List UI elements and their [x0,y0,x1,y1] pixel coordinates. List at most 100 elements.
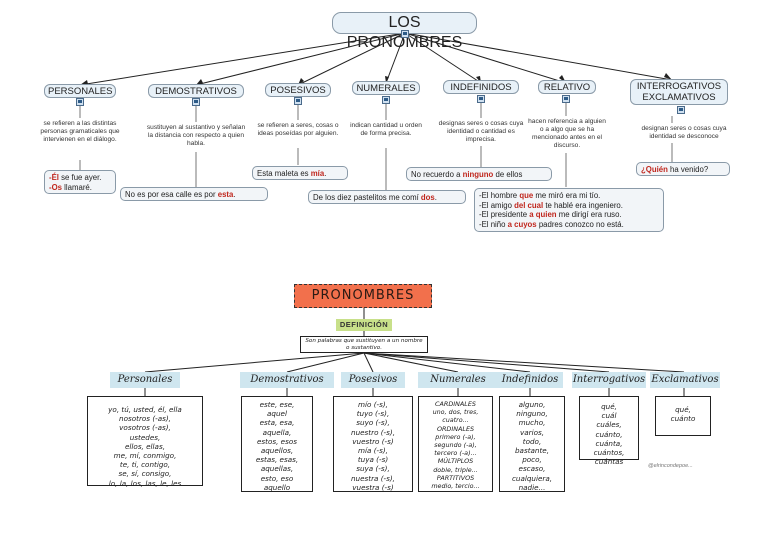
node-interrogativos: INTERROGATIVOS EXCLAMATIVOS [630,79,728,105]
list-item: aquello [263,482,291,492]
list-item: estos, esos [256,436,297,446]
link-icon[interactable] [382,96,390,104]
ex-pre: -El niño [479,219,508,229]
list-item: este, ese, [259,400,295,409]
link-icon[interactable] [192,98,200,106]
link-icon[interactable] [294,97,302,105]
ex-post: padres conozco no está. [536,219,624,229]
list-item: estas, esas, [255,455,299,465]
example-relativo: -El hombre que me miró era mi tío. -El a… [474,188,664,232]
list-item: primero (-a), [435,432,476,441]
link-icon[interactable] [677,106,685,114]
cat-interrogativos: Interrogativos [572,372,646,388]
ex-pre: -El presidente [479,210,530,219]
top-title-text: LOS PRONOMBRES [346,14,463,51]
link-icon[interactable] [477,95,485,103]
list-item: vosotros (-as), [119,423,171,433]
list-item: suya (-s), [356,464,390,474]
ex-post: ha venido? [667,165,709,174]
list-item: CARDINALES [435,400,476,408]
desc-indefinidos: designas seres o cosas cuya identidad o … [438,120,524,143]
top-title: LOS PRONOMBRES [332,12,477,51]
list-item: ORDINALES [436,424,475,433]
list-item: qué, [675,405,691,414]
list-item: cuatro... [442,416,469,425]
relativo-example-line: -El niño a cuyos padres conozco no está. [479,220,659,230]
ex-highlight: a quien [529,210,557,219]
list-item: nosotros (-as), [119,414,171,424]
example-demostrativos: No es por esa calle es por esta. [120,187,268,201]
node-exclamativos-label: EXCLAMATIVOS [642,92,716,103]
ex-post: me miró era mi tío. [533,191,601,200]
desc-interrogativos: designan seres o cosas cuya identidad se… [641,125,727,140]
ex-highlight: esta [217,190,234,199]
ex-pre: - [49,182,52,192]
list-item: yo, tú, usted, él, ella [108,405,182,414]
list-item: esto, eso [260,473,294,483]
example-personales: -Él se fue ayer. -Os llamaré. [44,170,116,194]
ex-pre: - [49,173,52,182]
ex-pre: No es por esa calle es por [125,190,218,199]
example-indefinidos: No recuerdo a ninguno de ellos [406,167,552,181]
list-item: poco, [522,455,542,465]
list-item: doble, triple... [433,465,478,474]
ex-pre: -El hombre [479,191,520,200]
node-indefinidos: INDEFINIDOS [443,80,519,94]
list-item: aquellas, [260,464,294,474]
list-item: cuánto, [595,429,623,439]
node-demostrativos: DEMOSTRATIVOS [148,84,244,98]
ex-post: me dirigí era ruso. [556,210,622,219]
ex-pre: No recuerdo a [411,170,463,179]
definicion-text: DEFINICIÓN [339,320,389,329]
example-posesivos: Esta maleta es mía. [252,166,348,180]
list-item: alguno, [518,400,546,409]
list-item: qué, [601,402,617,411]
cat-numerales: Numerales [418,372,498,388]
ex-post: . [434,193,437,202]
list-item: esta, esa, [259,418,295,428]
pronombres-title: PRONOMBRES [294,284,432,308]
list-item: cuál [601,411,617,421]
cat-personales: Personales [110,372,180,388]
list-item: ustedes, [129,432,161,442]
ex-highlight: del cual [514,200,544,210]
link-icon[interactable] [401,30,409,38]
link-icon[interactable] [562,95,570,103]
cat-demostrativos: Demostrativos [240,372,334,388]
relativo-example-line: -El presidente a quien me dirigí era rus… [479,210,659,220]
list-item: tuyo (-s), [356,409,390,419]
list-item: tuya (-s) [357,455,389,465]
ex-highlight: a cuyos [507,219,537,229]
ex-pre: Esta maleta es [257,169,311,178]
node-relativo: RELATIVO [538,80,596,94]
link-icon[interactable] [76,98,84,106]
list-item: aquellos, [260,446,294,456]
example-interrogativos: ¿Quién ha venido? [636,162,730,176]
ex-highlight: dos [420,193,435,202]
definicion-label: DEFINICIÓN [336,319,392,331]
list-item: tercero (-a)... [434,449,477,458]
list-item: MÚLTIPLOS [437,457,474,466]
node-posesivos-label: POSESIVOS [270,85,326,96]
ex-pre: ¿ [641,165,646,174]
ex-highlight: mía [310,169,325,178]
ex-post: te hablé era ingeniero. [543,200,623,210]
list-item: varios, [519,427,545,437]
ex-post: de ellos [493,170,523,179]
desc-personales: se refieren a las distintas personas gra… [40,120,120,143]
desc-posesivos: se refieren a seres, cosas o ideas poseí… [257,122,339,137]
list-item: todo, [522,436,542,446]
credit-text: @elrincondepoe... [648,463,693,469]
ex-post: se fue ayer. [58,173,102,182]
example-numerales: De los diez pastelitos me comí dos. [308,190,466,204]
ex-highlight: que [519,191,534,200]
cat-exclamativos: Exclamativos [650,372,720,388]
list-item: aquella, [262,427,292,437]
ex-post: . [324,169,327,178]
node-numerales-label: NUMERALES [356,83,416,94]
